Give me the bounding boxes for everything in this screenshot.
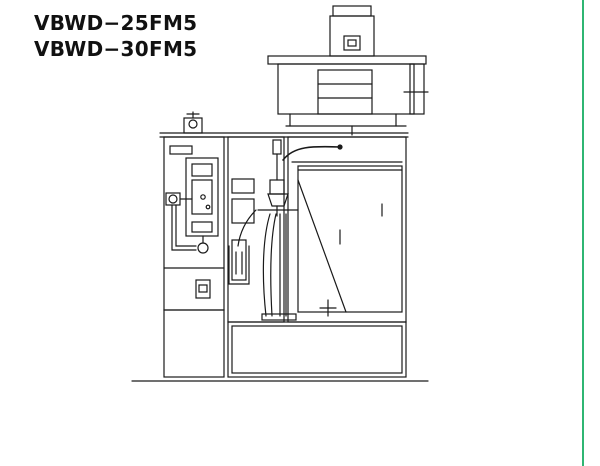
top-valve-icon: [183, 111, 203, 134]
hose: [282, 145, 341, 161]
accent-rule: [582, 0, 584, 466]
model-name-2: VBWD−30FM5: [34, 37, 198, 61]
control-cabinet: [163, 136, 225, 311]
left-base: [163, 309, 225, 378]
model-names: VBWD−25FM5 VBWD−30FM5: [34, 10, 197, 62]
blower-housing: [267, 55, 429, 136]
model-name-1: VBWD−25FM5: [34, 11, 198, 35]
tank: [287, 136, 407, 323]
lower-base: [227, 321, 407, 378]
middle-section: [227, 136, 299, 323]
motor-icon: [329, 5, 375, 57]
